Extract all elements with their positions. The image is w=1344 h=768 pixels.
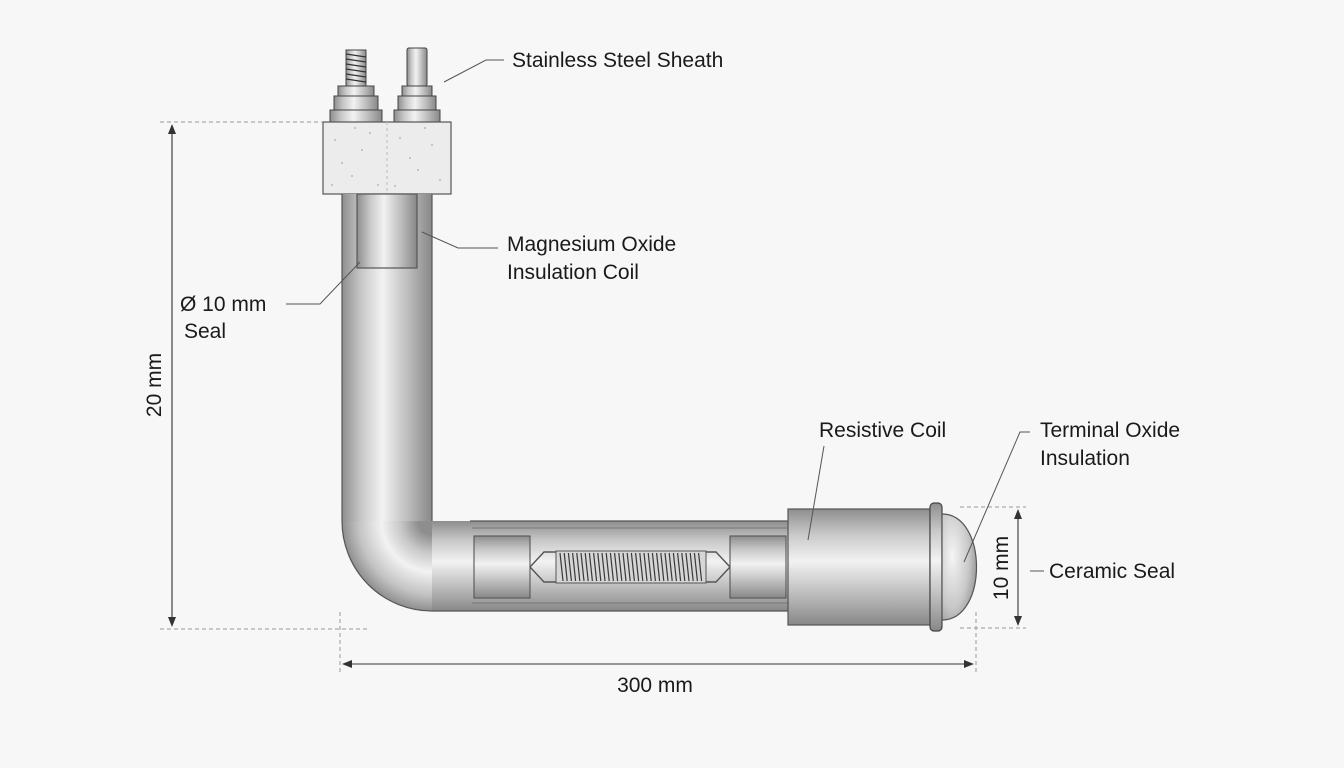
- coil-turn: [656, 552, 661, 582]
- resistive-coil: [529, 550, 731, 584]
- coil-turn: [559, 552, 564, 582]
- coil-turn: [660, 552, 665, 582]
- coil-turn: [651, 552, 656, 582]
- length-dimension-label: 300 mm: [617, 674, 693, 697]
- coil-turn: [609, 552, 614, 582]
- coil-turn: [588, 552, 593, 582]
- coil-turn: [622, 552, 627, 582]
- leader-mgo: [421, 231, 498, 249]
- label-terminal-oxide-line2: Insulation: [1040, 447, 1130, 470]
- label-seal-dimension-line1: Ø 10 mm: [180, 293, 266, 316]
- coil-turn: [563, 552, 568, 582]
- label-resistive-coil: Resistive Coil: [819, 419, 946, 442]
- leader-sheath: [443, 59, 504, 83]
- coil-turn: [572, 552, 577, 582]
- diameter-dimension-label: 10 mm: [990, 536, 1013, 600]
- label-seal-dimension-line2: Seal: [184, 320, 226, 343]
- inner-insulation-sleeve: [356, 193, 418, 269]
- coil-turn: [647, 552, 652, 582]
- leader-seal: [286, 261, 361, 305]
- ceramic-terminal-block: [322, 121, 452, 195]
- coil-turn: [668, 552, 673, 582]
- label-magnesium-oxide-line2: Insulation Coil: [507, 261, 639, 284]
- coil-turn: [681, 552, 686, 582]
- label-terminal-oxide-line1: Terminal Oxide: [1040, 419, 1180, 442]
- coil-turn: [580, 552, 585, 582]
- coil-turn: [677, 552, 682, 582]
- coil-turn: [618, 552, 623, 582]
- coil-turn: [567, 552, 572, 582]
- coil-turn: [614, 552, 619, 582]
- leader-terminal-insulation: [963, 431, 1030, 563]
- threaded-terminal-stud: [329, 49, 383, 123]
- left-internal-sleeve: [473, 535, 531, 599]
- smooth-terminal-pin: [393, 47, 441, 123]
- coil-turn: [693, 552, 698, 582]
- coil-turn: [635, 552, 640, 582]
- coil-turn: [593, 552, 598, 582]
- leader-resistive-coil: [807, 445, 825, 541]
- coil-turn: [672, 552, 677, 582]
- diameter-dimension: 10 mm: [960, 506, 1026, 629]
- height-dimension-label: 20 mm: [143, 353, 166, 417]
- coil-turn: [639, 552, 644, 582]
- label-magnesium-oxide-line1: Magnesium Oxide: [507, 233, 676, 256]
- coil-turn: [626, 552, 631, 582]
- coil-turn: [664, 552, 669, 582]
- coil-turn: [576, 552, 581, 582]
- end-cap-housing: [787, 508, 931, 626]
- pipe-elbow: [341, 520, 433, 612]
- right-internal-sleeve: [729, 535, 787, 599]
- coil-turn: [689, 552, 694, 582]
- coil-turn: [605, 552, 610, 582]
- length-dimension: 300 mm: [339, 612, 977, 697]
- label-stainless-steel-sheath: Stainless Steel Sheath: [512, 49, 723, 72]
- coil-turn: [584, 552, 589, 582]
- coil-turn: [685, 552, 690, 582]
- coil-turn: [630, 552, 635, 582]
- label-ceramic-seal: Ceramic Seal: [1049, 560, 1175, 583]
- coil-turn: [698, 552, 703, 582]
- vertical-sheath-pipe: [341, 193, 433, 521]
- domed-end: [941, 513, 977, 621]
- ceramic-seal-ring: [929, 502, 943, 632]
- coil-turn: [601, 552, 606, 582]
- height-dimension: 20 mm: [143, 121, 370, 630]
- coil-turn: [597, 552, 602, 582]
- coil-turn: [643, 552, 648, 582]
